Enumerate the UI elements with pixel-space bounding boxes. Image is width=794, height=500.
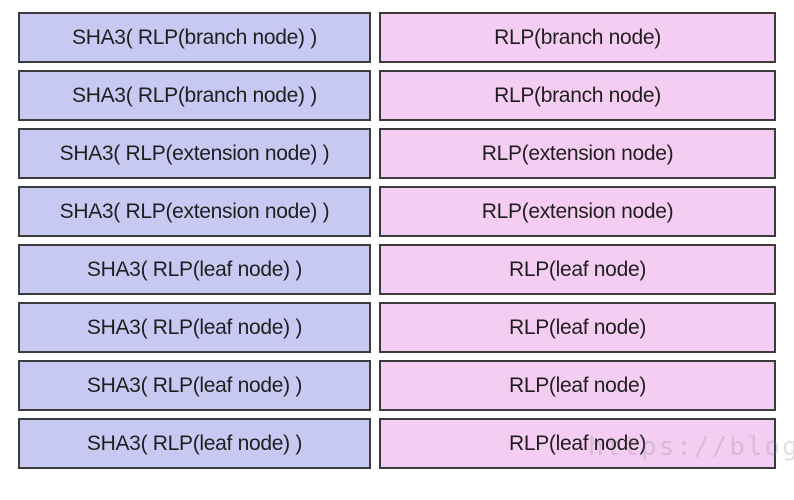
key-value-table: SHA3( RLP(branch node) ) RLP(branch node… xyxy=(18,12,776,469)
hash-key-cell: SHA3( RLP(extension node) ) xyxy=(18,186,371,237)
rlp-value-cell: RLP(extension node) xyxy=(379,186,776,237)
rlp-value-cell: RLP(leaf node) xyxy=(379,244,776,295)
rlp-value-cell: RLP(branch node) xyxy=(379,70,776,121)
rlp-value-cell: RLP(branch node) xyxy=(379,12,776,63)
hash-key-cell: SHA3( RLP(branch node) ) xyxy=(18,12,371,63)
hash-key-cell: SHA3( RLP(leaf node) ) xyxy=(18,418,371,469)
hash-key-cell: SHA3( RLP(leaf node) ) xyxy=(18,302,371,353)
rlp-value-cell: RLP(leaf node) xyxy=(379,418,776,469)
hash-key-cell: SHA3( RLP(leaf node) ) xyxy=(18,360,371,411)
rlp-value-cell: RLP(leaf node) xyxy=(379,302,776,353)
hash-key-cell: SHA3( RLP(leaf node) ) xyxy=(18,244,371,295)
hash-key-cell: SHA3( RLP(extension node) ) xyxy=(18,128,371,179)
hash-key-cell: SHA3( RLP(branch node) ) xyxy=(18,70,371,121)
rlp-value-cell: RLP(leaf node) xyxy=(379,360,776,411)
rlp-value-cell: RLP(extension node) xyxy=(379,128,776,179)
